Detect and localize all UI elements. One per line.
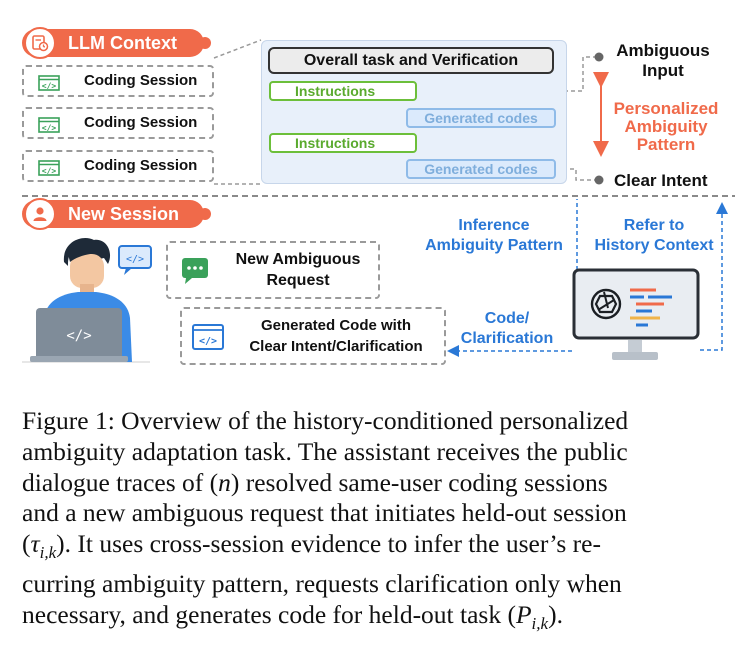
caption-line-3b: ) resolved same-user coding sessions bbox=[230, 467, 608, 497]
context-link-top bbox=[213, 39, 262, 59]
personalized-pattern-label: Personalized Ambiguity Pattern bbox=[610, 100, 722, 154]
clear-intent-dot bbox=[594, 175, 604, 185]
caption-math-tau: τ bbox=[30, 529, 40, 559]
instructions-block-2: Instructions bbox=[269, 133, 417, 153]
refer-history-label: Refer to History Context bbox=[584, 216, 724, 256]
code-bubble-icon: </> bbox=[118, 245, 152, 275]
request-label: New Ambiguous Request bbox=[218, 249, 378, 291]
generated-codes-block-2: Generated codes bbox=[406, 159, 556, 179]
svg-text:</>: </> bbox=[42, 82, 57, 91]
refer-line2: History Context bbox=[594, 237, 714, 254]
generated-code-box: </> Generated Code with Clear Intent/Cla… bbox=[180, 307, 446, 365]
caption-line-4: and a new ambiguous request that initiat… bbox=[22, 498, 627, 528]
caption-math-n: n bbox=[218, 467, 231, 497]
chat-bubble-icon bbox=[182, 258, 208, 284]
code-window-icon: </> bbox=[38, 73, 60, 101]
caption-math-p: P bbox=[515, 599, 532, 629]
ambiguous-input-line1: Ambiguous bbox=[616, 41, 710, 60]
assistant-logo-icon bbox=[590, 288, 622, 320]
inference-line1: Inference bbox=[458, 217, 530, 234]
assistant-monitor bbox=[572, 268, 700, 360]
code-window-icon: </> bbox=[38, 158, 60, 186]
caption-math-tau-sub: i,k bbox=[39, 543, 57, 563]
svg-text:</>: </> bbox=[42, 167, 57, 176]
instructions-block-1: Instructions bbox=[269, 81, 417, 101]
pattern-line1: Personalized bbox=[613, 99, 719, 118]
caption-line-7b: ). bbox=[548, 599, 563, 629]
coding-session-label: Coding Session bbox=[84, 114, 198, 131]
svg-text:</>: </> bbox=[199, 336, 217, 347]
caption-line-5b: ). It uses cross-session evidence to inf… bbox=[56, 529, 601, 559]
user-icon bbox=[24, 198, 56, 230]
svg-text:</>: </> bbox=[42, 124, 57, 133]
new-session-dot bbox=[199, 208, 211, 220]
caption-line-5: (τi,k). It uses cross-session evidence t… bbox=[22, 529, 734, 569]
generated-line1: Generated Code with bbox=[260, 317, 412, 334]
request-line1: New Ambiguous bbox=[235, 251, 361, 268]
inference-line2: Ambiguity Pattern bbox=[425, 237, 563, 254]
caption-line-2: ambiguity adaptation task. The assistant… bbox=[22, 436, 628, 466]
caption-math-p-sub: i,k bbox=[531, 613, 549, 633]
ambiguous-input-label: Ambiguous Input bbox=[614, 41, 712, 81]
caption-line-1: Figure 1: Overview of the history-condit… bbox=[22, 406, 629, 435]
figure-caption: Figure 1: Overview of the history-condit… bbox=[22, 406, 734, 640]
refer-history-arrow bbox=[700, 202, 728, 351]
generated-codes-block-1: Generated codes bbox=[406, 108, 556, 128]
ambiguous-input-line2: Input bbox=[642, 61, 684, 80]
ambiguous-input-dot bbox=[594, 52, 604, 62]
new-session-label: New Session bbox=[68, 204, 180, 224]
caption-line-6: curring ambiguity pattern, requests clar… bbox=[22, 569, 622, 599]
code-clarification-label: Code/ Clarification bbox=[450, 309, 564, 349]
code-window-icon: </> bbox=[38, 115, 60, 143]
instruction-to-input-line bbox=[417, 56, 597, 92]
new-session-pill: New Session bbox=[22, 198, 211, 230]
caption-line-7a: necessary, and generates code for held-o… bbox=[22, 599, 516, 629]
coding-session-2: </> Coding Session bbox=[22, 107, 214, 139]
request-line2: Request bbox=[266, 272, 330, 289]
pattern-line2: Ambiguity bbox=[624, 117, 708, 136]
llm-context-label: LLM Context bbox=[68, 33, 177, 53]
coding-session-label: Coding Session bbox=[84, 72, 198, 89]
new-ambiguous-request-box: New Ambiguous Request bbox=[166, 241, 380, 299]
coding-session-3: </> Coding Session bbox=[22, 150, 214, 182]
code-lines-icon bbox=[630, 288, 672, 327]
coding-session-label: Coding Session bbox=[84, 157, 198, 174]
refer-line1: Refer to bbox=[623, 217, 685, 234]
caption-line-3a: dialogue traces of ( bbox=[22, 467, 219, 497]
caption-line-7: necessary, and generates code for held-o… bbox=[22, 600, 734, 640]
svg-text:</>: </> bbox=[126, 254, 144, 265]
generated-line2: Clear Intent/Clarification bbox=[249, 338, 423, 355]
code-line1: Code/ bbox=[484, 310, 530, 327]
laptop-code-glyph: </> bbox=[66, 328, 91, 344]
llm-context-pill: LLM Context bbox=[22, 27, 211, 59]
generated-code-label: Generated Code with Clear Intent/Clarifi… bbox=[228, 315, 444, 357]
developer-illustration: </> bbox=[30, 238, 132, 362]
code-line2: Clarification bbox=[460, 330, 554, 347]
overall-task-header: Overall task and Verification bbox=[268, 47, 554, 74]
caption-line-5a: ( bbox=[22, 529, 31, 559]
pattern-line3: Pattern bbox=[636, 135, 696, 154]
clear-intent-label: Clear Intent bbox=[614, 171, 708, 190]
llm-context-dot bbox=[199, 37, 211, 49]
coding-session-1: </> Coding Session bbox=[22, 65, 214, 97]
caption-line-3: dialogue traces of (n) resolved same-use… bbox=[22, 468, 734, 499]
code-window-blue-icon: </> bbox=[192, 324, 224, 350]
inference-label: Inference Ambiguity Pattern bbox=[416, 216, 572, 256]
history-doc-icon bbox=[24, 27, 56, 59]
